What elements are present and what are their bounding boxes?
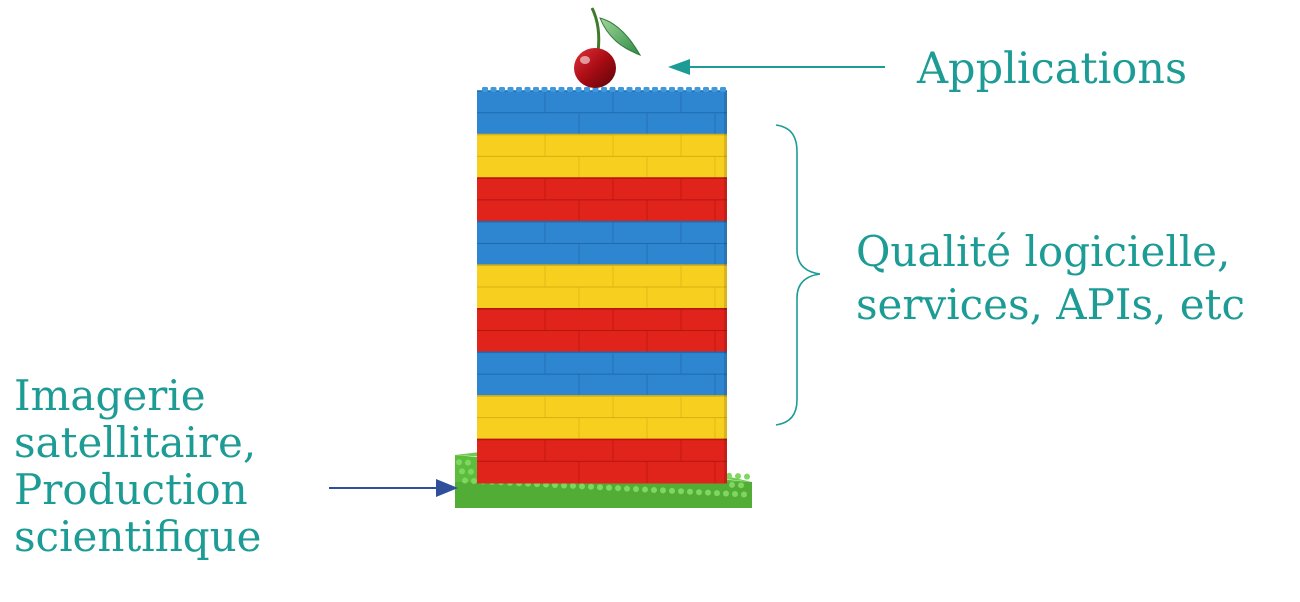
- baseplate-stud: [471, 477, 477, 484]
- brick-stud: [507, 87, 514, 92]
- brick-stud: [635, 87, 641, 92]
- baseplate-stud: [459, 468, 465, 475]
- baseplate-stud: [570, 482, 576, 489]
- baseplate-stud: [465, 459, 471, 466]
- brick-stud: [652, 87, 658, 92]
- brick-stud: [643, 87, 650, 92]
- brick-stud: [541, 87, 548, 92]
- brick-stud: [524, 87, 531, 92]
- baseplate-stud: [660, 487, 666, 494]
- baseplate-stud: [741, 491, 747, 498]
- baseplate-stud: [651, 486, 657, 493]
- baseplate-stud: [561, 482, 567, 489]
- brick-stud: [490, 87, 497, 92]
- baseplate-stud: [642, 486, 648, 493]
- brick-stud: [669, 87, 675, 92]
- applications-arrow: [668, 59, 885, 75]
- baseplate-stud: [723, 490, 729, 497]
- baseplate-stud: [738, 482, 744, 489]
- brick-stud: [558, 87, 565, 92]
- brick-stud: [601, 87, 607, 92]
- brick-stud: [660, 87, 667, 92]
- baseplate-stud: [687, 488, 693, 495]
- brick-stud: [694, 87, 701, 92]
- baseplate-stud: [462, 477, 468, 484]
- brick-stud: [499, 87, 505, 92]
- brick-stud: [592, 87, 599, 92]
- satellite-imagery-label-line-4: scientifique: [14, 512, 262, 562]
- software-quality-label-line-2: services, APIs, etc: [856, 279, 1245, 329]
- brick-layer-yellow: [477, 395, 727, 440]
- brick-stud: [575, 87, 582, 92]
- base-arrow: [329, 479, 458, 497]
- brick-layer-blue: [477, 90, 727, 136]
- baseplate-stud: [705, 489, 711, 496]
- baseplate-stud: [588, 483, 594, 490]
- baseplate-stud: [615, 485, 621, 492]
- baseplate-stud: [714, 490, 720, 497]
- baseplate-stud: [678, 488, 684, 495]
- brick-layer-red: [477, 177, 727, 223]
- cherry-icon: [574, 7, 642, 88]
- brick-stud: [482, 87, 488, 92]
- brick-layer-red: [477, 438, 727, 484]
- baseplate-stud: [606, 484, 612, 491]
- baseplate-stud: [468, 468, 474, 475]
- brick-stud: [703, 87, 709, 92]
- tower-edge-shade: [724, 91, 727, 483]
- brick-layer-blue: [477, 220, 727, 266]
- brick-stud: [567, 87, 573, 92]
- brick-layer-blue: [477, 351, 727, 397]
- brick-stud: [516, 87, 522, 92]
- applications-label: Applications: [917, 44, 1188, 94]
- brick-stud: [618, 87, 624, 92]
- baseplate-stud: [732, 491, 738, 497]
- brick-stud: [711, 87, 718, 92]
- baseplate-stud: [633, 486, 639, 493]
- brick-stud: [550, 87, 556, 92]
- satellite-imagery-label-line-2: satellitaire,: [14, 418, 257, 468]
- brick-layer-yellow: [477, 264, 727, 310]
- brick-layer-red: [477, 307, 727, 353]
- baseplate-stud: [456, 459, 462, 466]
- baseplate-stud: [726, 472, 732, 479]
- baseplate-stud: [729, 481, 735, 488]
- brick-stud: [609, 87, 616, 92]
- baseplate-stud: [579, 483, 585, 490]
- curly-brace: [775, 124, 821, 426]
- tower-top-studs: [482, 87, 726, 92]
- software-quality-label: Qualité logicielle, services, APIs, etc: [856, 226, 1245, 331]
- baseplate-stud: [735, 473, 741, 480]
- brick-layer-yellow: [477, 133, 727, 179]
- baseplate-stud: [597, 484, 603, 491]
- satellite-imagery-label-line-1: Imagerie: [14, 371, 206, 420]
- baseplate-stud: [744, 473, 750, 480]
- brick-stud: [677, 87, 684, 92]
- brick-stud: [533, 87, 539, 92]
- software-quality-label-line-1: Qualité logicielle,: [856, 227, 1231, 276]
- brick-stud: [584, 87, 590, 92]
- brick-stud: [626, 87, 633, 92]
- baseplate-stud: [669, 487, 675, 494]
- brick-stud: [686, 87, 692, 92]
- satellite-imagery-label: Imagerie satellitaire, Production scient…: [14, 372, 262, 560]
- baseplate-stud: [624, 485, 630, 492]
- brick-stud: [720, 87, 726, 92]
- satellite-imagery-label-line-3: Production: [14, 465, 248, 515]
- baseplate-stud: [696, 489, 702, 496]
- brick-tower: [477, 90, 727, 484]
